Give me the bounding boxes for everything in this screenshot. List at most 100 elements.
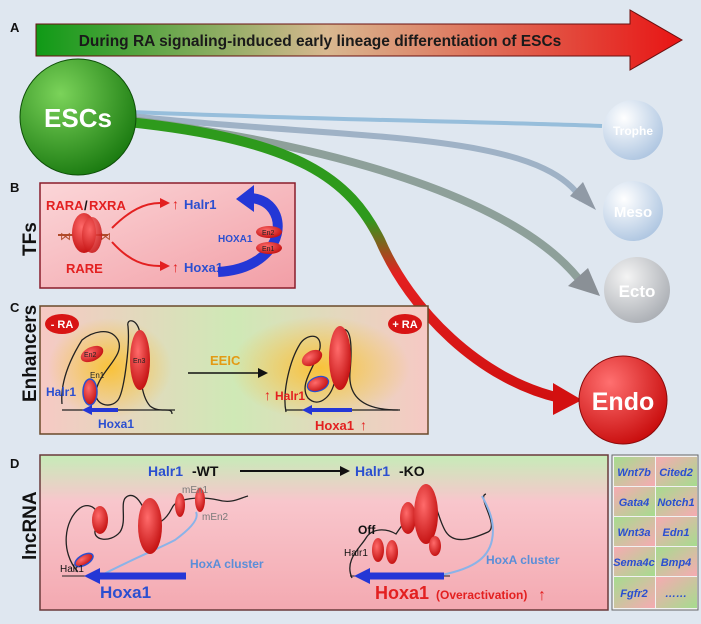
- wt-hoxa1-label: Hoxa1: [100, 583, 151, 602]
- gene-name: Fgfr2: [620, 588, 648, 600]
- hoxa1-protein-label: HOXA1: [218, 234, 253, 245]
- path-to-endo: [127, 117, 562, 403]
- svg-text:⋈: ⋈: [60, 231, 71, 243]
- overactivation-label: (Overactivation): [436, 588, 527, 602]
- panel-d-side-label: lncRNA: [20, 491, 41, 560]
- halr1-label-right: Halr1: [275, 389, 305, 403]
- ko-oval-1: [400, 502, 416, 534]
- hoxa1-label-right: Hoxa1: [315, 418, 354, 433]
- men2-label: mEn2: [202, 512, 229, 523]
- escs-sphere: [19, 58, 137, 176]
- endo-sphere: [578, 355, 668, 445]
- wt-oval-2: [138, 498, 162, 554]
- gene-name: Gata4: [619, 497, 650, 509]
- gene-name: Sema4c: [613, 557, 655, 569]
- en1-oval-right: [306, 375, 330, 393]
- gene-cell: [656, 577, 697, 608]
- arrow-to-halr1: [111, 202, 161, 229]
- ko-suffix-label: -KO: [399, 463, 425, 479]
- ecto-sphere: [604, 257, 670, 323]
- hoxa-cluster-wt: [95, 511, 198, 579]
- en3-oval-left: [130, 330, 150, 390]
- gene-cell: [614, 577, 655, 608]
- gene-cell: [656, 487, 697, 516]
- rara-label: RARA: [46, 198, 84, 213]
- plus-ra-label: + RA: [392, 319, 417, 331]
- receptor-complex: ⋈ ⋈: [58, 213, 111, 253]
- gene-name: Wnt3a: [618, 527, 651, 539]
- panel-d-letter: D: [10, 456, 19, 471]
- path-to-trophe: [129, 110, 603, 128]
- gene-grid: Wnt7b Cited2 Gata4 Notch1 Wnt3a Edn1 Sem…: [611, 454, 699, 611]
- rare-label: RARE: [66, 261, 103, 276]
- rara-slash: /: [84, 198, 88, 213]
- ecto-arrowhead: [568, 268, 600, 296]
- wt-halr1-small-label: Halr1: [60, 564, 84, 575]
- plus-ra-badge: [388, 314, 422, 334]
- banner-text: During RA signaling-induced early lineag…: [79, 33, 562, 50]
- path-to-meso: [129, 113, 585, 202]
- wt-oval-men2: [195, 488, 205, 512]
- panel-c-side-label: Enhancers: [20, 305, 41, 402]
- gene-cell: [656, 457, 697, 486]
- ko-oval-2: [414, 484, 438, 544]
- ko-hoxa-cluster-label: HoxA cluster: [486, 553, 560, 567]
- svg-text:⋈: ⋈: [100, 231, 111, 243]
- banner-arrow: During RA signaling-induced early lineag…: [35, 9, 684, 71]
- gene-name: ……: [665, 588, 687, 600]
- halr1-up-right: ↑: [264, 387, 271, 403]
- gene-name: Notch1: [657, 497, 694, 509]
- overactivation-up-arrow: ↑: [538, 587, 546, 604]
- halr1-label: Halr1: [184, 197, 217, 212]
- meso-arrowhead: [570, 182, 596, 210]
- halr1-label-left: Halr1: [46, 385, 76, 399]
- ko-halr1-small-label: Halr1: [344, 548, 368, 559]
- escs-label: ESCs: [44, 103, 112, 133]
- gene-name: Edn1: [663, 527, 690, 539]
- en2-oval: [256, 226, 282, 238]
- hoxa1-up-arrow: ↑: [172, 259, 179, 275]
- ko-hoxa1-label: Hoxa1: [375, 583, 429, 603]
- meso-sphere: [603, 181, 663, 241]
- arrow-to-hoxa1: [111, 241, 161, 267]
- panel-d-box: [39, 454, 609, 611]
- wt-halr1-label: Halr1: [148, 463, 183, 479]
- wt-hoxa-cluster-label: HoxA cluster: [190, 557, 264, 571]
- en2-oval-right: [301, 349, 323, 367]
- rxra-label: RXRA: [89, 198, 126, 213]
- men1-label: mEn1: [182, 485, 209, 496]
- hoxa-cluster-ko: [435, 495, 494, 577]
- ecto-label: Ecto: [619, 282, 656, 301]
- en3-label-left: En3: [133, 358, 146, 365]
- hoxa1-label-left: Hoxa1: [98, 417, 134, 431]
- en1-label-left: En1: [90, 371, 105, 380]
- wt-oval-1: [92, 506, 108, 534]
- gene-cell: [656, 547, 697, 576]
- gene-cell: [614, 517, 655, 546]
- minus-ra-badge: [45, 314, 79, 334]
- wt-suffix-label: -WT: [192, 463, 219, 479]
- wt-oval-men1: [175, 493, 185, 517]
- chromatin-right: [284, 329, 399, 413]
- gene-name: Wnt7b: [617, 467, 651, 479]
- panel-a-letter: A: [10, 20, 20, 35]
- glow-right: [230, 316, 410, 420]
- gene-cell: [656, 517, 697, 546]
- en1-label: En1: [262, 246, 275, 253]
- en2-label-left: En2: [84, 352, 97, 359]
- wt-halr1-oval: [74, 552, 94, 568]
- gene-cell: [614, 487, 655, 516]
- endo-label: Endo: [592, 388, 655, 416]
- ko-halr1-label: Halr1: [355, 463, 390, 479]
- halr1-up-arrow: ↑: [172, 196, 179, 212]
- panel-b-side-label: TFs: [20, 222, 41, 256]
- hoxa1-up-right: ↑: [360, 417, 367, 433]
- ko-oval-3: [372, 538, 384, 562]
- meso-label: Meso: [614, 204, 652, 221]
- gene-name: Cited2: [659, 467, 693, 479]
- gene-name: Bmp4: [661, 557, 692, 569]
- en3-oval-right: [329, 326, 351, 390]
- en2-label: En2: [262, 230, 275, 237]
